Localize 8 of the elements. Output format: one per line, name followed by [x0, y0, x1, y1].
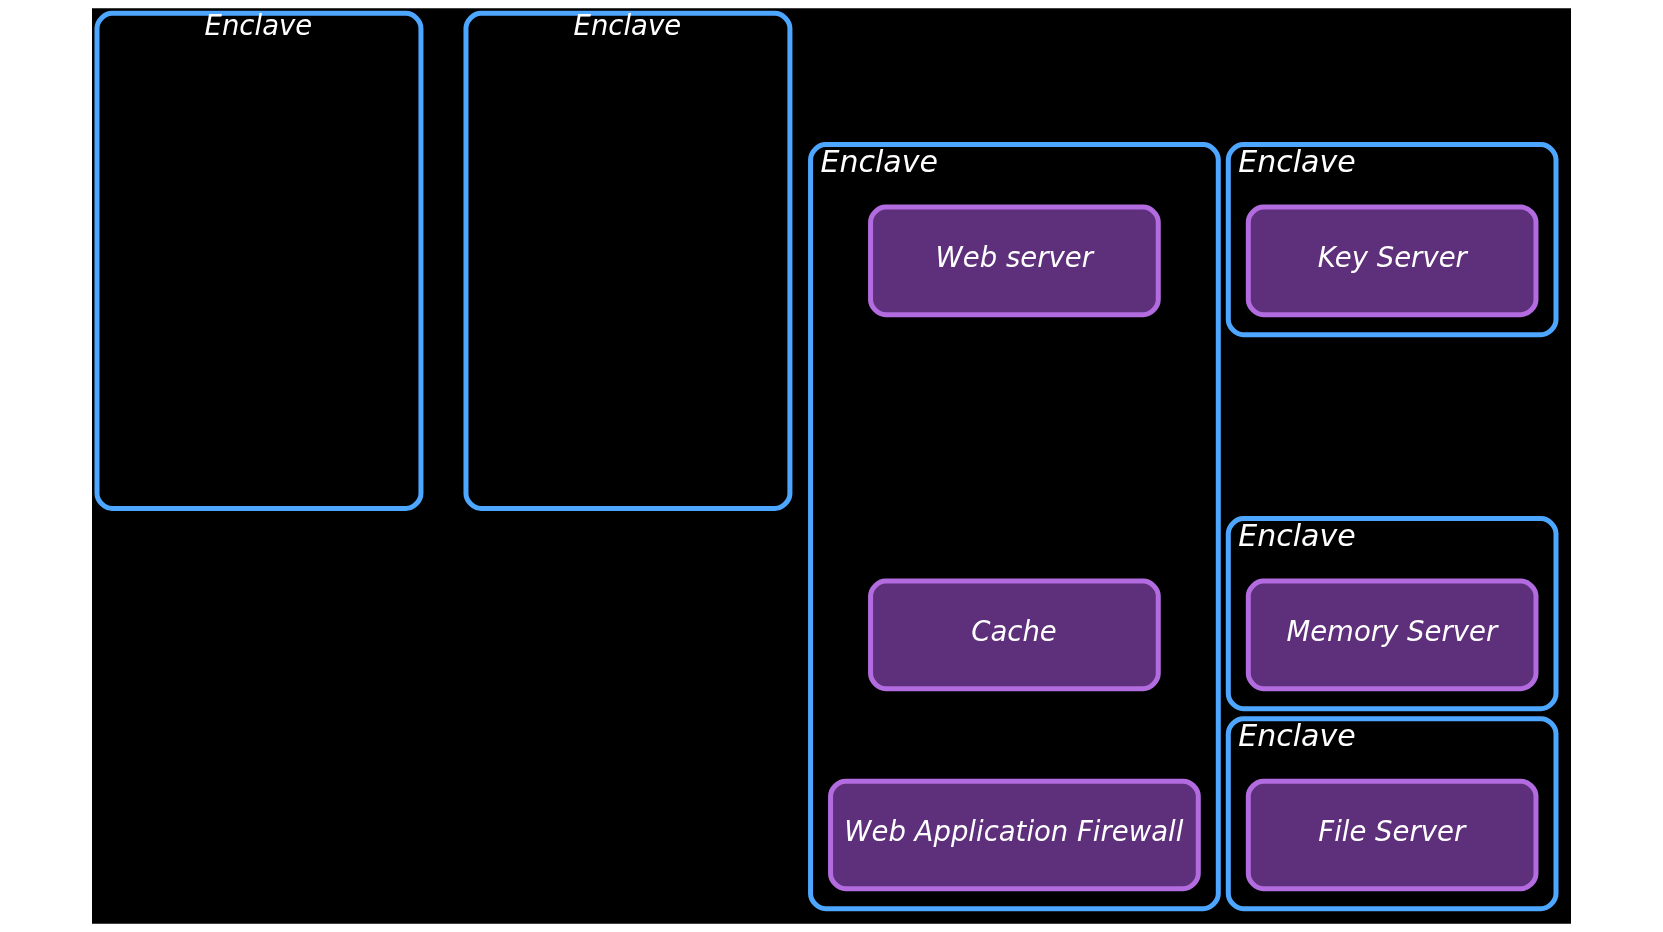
node-box: Enclave	[463, 10, 793, 512]
node-box: File Server	[1245, 778, 1539, 892]
node-box: Web Application Firewall	[828, 778, 1201, 892]
node-box: Cache	[868, 578, 1161, 692]
node-box: Web server	[868, 204, 1161, 318]
node-box: Key Server	[1245, 204, 1539, 318]
node-box: Memory Server	[1245, 578, 1539, 692]
node-box: Enclave	[94, 10, 424, 512]
